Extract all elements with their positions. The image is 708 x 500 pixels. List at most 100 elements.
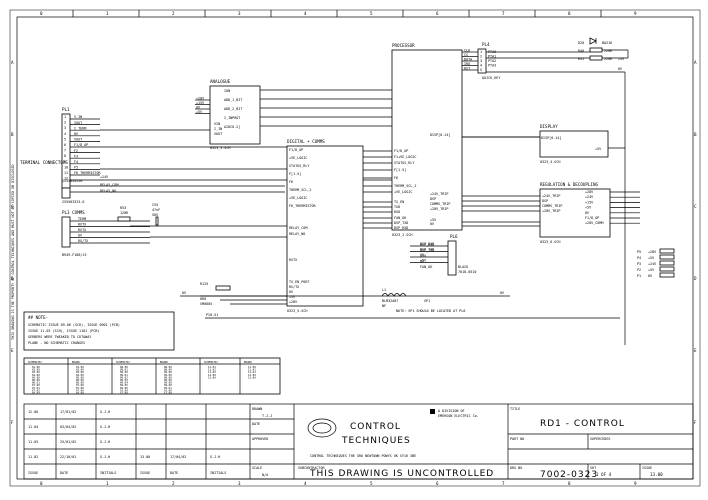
tb-supercedes-label: SUPERCEDES — [590, 437, 610, 441]
digital-pin-left: +VE_LOGIC — [289, 196, 307, 200]
pl4-pin: 1 — [480, 50, 482, 54]
r53-label: R53 — [120, 206, 126, 210]
note-line-1: SCHEMATIC ISSUE 09.06 (SCH), ISSUE 0901 … — [28, 323, 120, 327]
pl6-connector: PL6 BLACK 7018-0510 DSP_RXDDSP_TXD+5V0VF… — [420, 234, 476, 276]
pl5-pin: P4 — [637, 256, 641, 260]
revision-cell: 13.00 — [140, 455, 150, 459]
row-marker: C — [11, 204, 14, 209]
l1-0v: 0V — [500, 291, 504, 295]
tb-company-line1: CONTROL — [350, 422, 401, 432]
issue-board: 07.00 — [76, 383, 84, 387]
issue-sch: 11.03 — [208, 370, 216, 374]
digital-title: DIGITAL + COMMS — [287, 139, 325, 144]
pl4-net: IRQ — [464, 62, 470, 66]
issue-board: 09.00 — [164, 370, 172, 374]
pl5-pin: P2 — [637, 268, 641, 272]
pl3-net: RX/TX — [78, 239, 89, 243]
digital-pin-left: THERM_SCL_2 — [289, 188, 311, 192]
issue-board: 11.01 — [248, 370, 256, 374]
revision-header: DATE — [60, 471, 68, 475]
regulation-pin-right: +5V — [585, 206, 591, 210]
regulation-pin-right: F1/D_OP — [585, 216, 599, 220]
regulation-pin-right: +15V — [585, 200, 593, 204]
row-marker: B — [11, 132, 14, 137]
analogue-pin-left: +15V — [196, 101, 204, 105]
note-line-2: ISSUE 11.03 (SCH), ISSUE 1101 (PCB) — [28, 329, 99, 333]
pl1-net: F5 — [74, 166, 78, 170]
issue-sch: 10.00 — [120, 388, 128, 392]
row-marker: B — [694, 132, 697, 137]
tb-approved-label: APPROVED — [252, 437, 268, 441]
revision-cell: G.J.H — [100, 455, 110, 459]
l1-note2: NF — [382, 304, 386, 308]
revision-header: INITIALS — [100, 471, 116, 475]
d20-5v: +5V — [618, 57, 624, 61]
issue-sch: 06.00 — [32, 378, 40, 382]
tb-issue: 13.00 — [650, 472, 663, 477]
r125-pkg: SM0805 — [200, 302, 212, 306]
regulation-pin-left: COMMS_TRIP — [542, 204, 562, 208]
issue-board: 03.00 — [76, 370, 84, 374]
regulation-block: REGULATION & DECOUPLING 0323_6.SCH +24V_… — [539, 182, 640, 244]
issue-table-header: BOARD — [72, 360, 80, 364]
display-title: DISPLAY — [540, 124, 558, 129]
revision-cell: 03/04/02 — [60, 425, 76, 429]
processor-pin-right: +24V_TRIP — [430, 192, 448, 196]
analogue-pin-bottom: VOUT — [214, 132, 222, 136]
sp1-label: SP1 — [424, 299, 430, 303]
tb-scale-label: SCALE — [252, 466, 262, 470]
analogue-pin-left: +5V — [196, 110, 202, 114]
row-marker: E — [11, 348, 14, 353]
tb-division-1: A DIVISION OF — [438, 409, 465, 413]
pl5-pin: P5 — [637, 250, 641, 254]
emerson-logo-icon — [430, 409, 435, 414]
regulation-pin-right: 0V — [585, 211, 589, 215]
analogue-title: ANALOGUE — [210, 79, 231, 84]
r125-0v: 0V — [182, 291, 186, 295]
pl5-net: +24V — [648, 262, 656, 266]
tb-issue-label: ISSUE — [642, 466, 652, 470]
revision-cell: G.J.H — [100, 410, 110, 414]
pl5-pin: P1 — [637, 274, 641, 278]
pl4-pin: 2 — [480, 55, 482, 59]
pl4-net: DATA — [464, 58, 472, 62]
processor-pin-left: RXD — [394, 210, 400, 214]
processor-pin-left: F6 — [394, 176, 398, 180]
revision-cell: 25/01/02 — [60, 440, 76, 444]
row-marker: A — [694, 60, 697, 65]
digital-pin-left: +5V — [289, 295, 295, 299]
processor-pin-left: TX_EN — [394, 200, 404, 204]
issue-board: 07.00 — [76, 391, 84, 395]
pl4-pin: 5 — [480, 68, 482, 72]
pl1-pin: 6 — [64, 143, 66, 147]
pl5-net: 0V — [648, 274, 652, 278]
r125-value: 0R0 — [200, 297, 206, 301]
pl4-0v: 0V — [618, 67, 622, 71]
column-marker: 4 — [304, 481, 307, 486]
analogue-sheet: 0323_3.SCH — [210, 146, 230, 150]
column-marker: 6 — [436, 481, 439, 486]
pl3-net: RXTX — [78, 223, 87, 227]
revision-cell: 11.03 — [28, 440, 38, 444]
issue-sch: 09.01 — [120, 373, 128, 377]
pl1-connector: PL1 TERMINAL CONNECTORS 2555044250 25550… — [20, 107, 400, 204]
issue-sch: 08.00 — [120, 365, 128, 369]
issue-table-header: BOARD — [160, 360, 168, 364]
processor-pin-left: F1+VE_LOGIC — [394, 155, 416, 159]
digital-pin-left: STATUS_RLY — [289, 164, 309, 168]
side-note: THIS DRAWING IS THE PROPERTY OF CONTROL … — [11, 164, 15, 340]
tb-uncontrolled: THIS DRAWING IS UNCONTROLLED — [309, 469, 494, 479]
regulation-sheet: 0323_6.SCH — [540, 240, 560, 244]
processor-sheet: 0323_2.SCH — [392, 233, 412, 237]
issue-board: 09.01 — [164, 386, 172, 390]
pl1-pin: 8 — [64, 154, 66, 158]
pl1-pin: 10 — [64, 165, 68, 169]
outer-border — [9, 9, 701, 487]
processor-pin-right: +28V_TRIP — [430, 207, 448, 211]
pl1-label: PL1 — [62, 107, 70, 112]
pl1-24v: +24V — [100, 175, 108, 179]
processor-net-out: DSP_RXD — [420, 242, 434, 246]
row-marker: C — [694, 204, 697, 209]
pl1-part2: 255503325.0 — [62, 200, 84, 204]
r40-label: R40 — [578, 49, 584, 53]
